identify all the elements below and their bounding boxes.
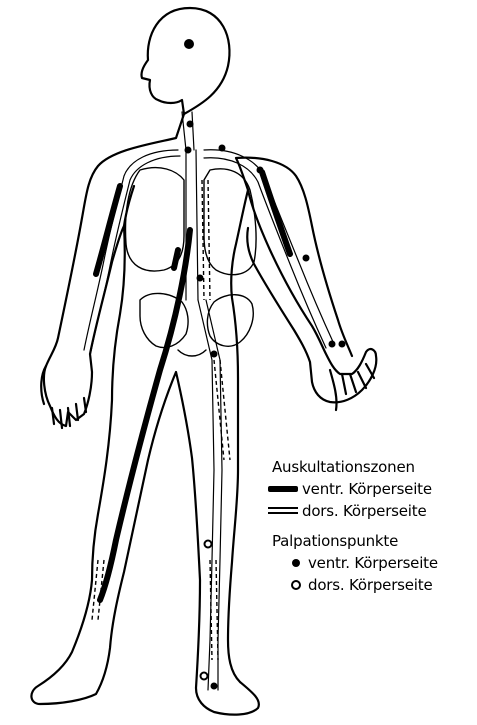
palpation-ventral-point (303, 255, 310, 262)
palpation-ventral-point (219, 145, 226, 152)
palpation-ventral-point (197, 275, 204, 282)
palpation-ventral-point (211, 683, 218, 690)
palpation-heading: Palpationspunkte (272, 530, 473, 552)
palpation-ventral-point (187, 121, 194, 128)
palpation-dorsal-point (201, 673, 208, 680)
auscultation-heading: Auskultationszonen (272, 456, 473, 478)
auscultation-dorsal-leg (214, 360, 230, 460)
lungs (126, 168, 257, 275)
legend-label: dors. Körperseite (308, 574, 433, 596)
artery-left-leg (198, 300, 222, 690)
auscultation-ventral-aorta (174, 250, 178, 268)
legend-row-auscultation-ventral: ventr. Körperseite (268, 478, 473, 500)
double-line-symbol (268, 500, 302, 522)
palpation-ventral-point (185, 147, 192, 154)
palpation-ventral-point (184, 39, 194, 49)
filled-dot-symbol (280, 552, 308, 574)
legend-row-palpation-ventral: ventr. Körperseite (268, 552, 473, 574)
artery-aorta (186, 150, 198, 300)
auscultation-dorsal-back (202, 180, 210, 300)
open-dot-symbol (280, 574, 308, 596)
legend: Auskultationszonen ventr. Körperseite do… (268, 456, 473, 596)
thick-line-symbol (268, 478, 302, 500)
head-outline (142, 8, 230, 114)
artery-right-arm (84, 150, 180, 356)
palpation-ventral-point (211, 351, 218, 358)
palpation-ventral-point (339, 341, 346, 348)
legend-label: dors. Körperseite (302, 500, 427, 522)
legend-row-palpation-dorsal: dors. Körperseite (268, 574, 473, 596)
auscultation-ventral-leg (100, 230, 190, 600)
legend-label: ventr. Körperseite (308, 552, 438, 574)
palpation-ventral-point (257, 167, 264, 174)
legend-label: ventr. Körperseite (302, 478, 432, 500)
palpation-dorsal-point (205, 541, 212, 548)
palpation-ventral-point (329, 341, 336, 348)
auscultation-ventral-arm (96, 186, 120, 274)
arm-left-inner (236, 158, 352, 356)
legend-row-auscultation-dorsal: dors. Körperseite (268, 500, 473, 522)
